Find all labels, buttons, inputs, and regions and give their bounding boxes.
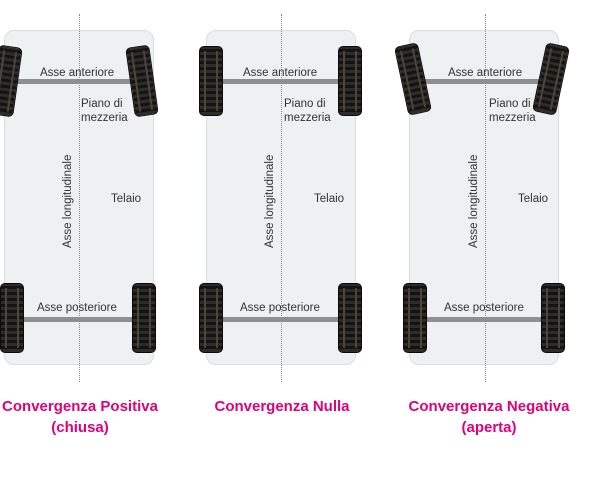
panel-positive: Asse anteriore Piano di mezzeria Asse lo… bbox=[0, 0, 180, 480]
caption: Convergenza Negativa (aperta) bbox=[389, 396, 589, 438]
midline bbox=[485, 14, 486, 382]
tire-rear-left-icon bbox=[0, 283, 24, 353]
front-axle bbox=[212, 79, 352, 84]
caption-line-2: (aperta) bbox=[461, 419, 517, 436]
tire-rear-right-icon bbox=[338, 283, 362, 353]
rear-axle bbox=[10, 317, 150, 322]
caption: Convergenza Positiva (chiusa) bbox=[0, 396, 180, 438]
caption-line-1: Convergenza Nulla bbox=[214, 398, 350, 415]
panel-neutral: Asse anteriore Piano di mezzeria Asse lo… bbox=[182, 0, 382, 480]
rear-axle-label: Asse posteriore bbox=[37, 302, 117, 314]
caption: Convergenza Nulla bbox=[182, 396, 382, 417]
tire-front-left-icon bbox=[199, 46, 223, 116]
rear-axle-label: Asse posteriore bbox=[444, 302, 524, 314]
rear-axle bbox=[212, 317, 352, 322]
front-axle-label: Asse anteriore bbox=[448, 67, 523, 79]
frame-label: Telaio bbox=[518, 193, 549, 205]
front-axle-label: Asse anteriore bbox=[40, 67, 115, 79]
front-axle bbox=[10, 79, 150, 84]
midline bbox=[79, 14, 80, 382]
rear-axle-label: Asse posteriore bbox=[240, 302, 320, 314]
tire-rear-left-icon bbox=[199, 283, 223, 353]
midline bbox=[281, 14, 282, 382]
tire-rear-right-icon bbox=[132, 283, 156, 353]
longitudinal-label: Asse longitudinale bbox=[62, 154, 74, 248]
frame-label: Telaio bbox=[111, 193, 142, 205]
tire-front-right-icon bbox=[338, 46, 362, 116]
chassis bbox=[409, 30, 559, 365]
caption-line-1: Convergenza Negativa bbox=[408, 398, 570, 415]
plane-label: Piano di mezzeria bbox=[489, 98, 536, 124]
front-axle bbox=[415, 79, 555, 84]
plane-label: Piano di mezzeria bbox=[284, 98, 331, 124]
tire-rear-right-icon bbox=[541, 283, 565, 353]
rear-axle bbox=[415, 317, 555, 322]
caption-line-1: Convergenza Positiva bbox=[2, 398, 158, 415]
caption-line-2: (chiusa) bbox=[51, 419, 109, 436]
plane-label: Piano di mezzeria bbox=[81, 98, 128, 124]
tire-rear-left-icon bbox=[403, 283, 427, 353]
longitudinal-label: Asse longitudinale bbox=[264, 154, 276, 248]
front-axle-label: Asse anteriore bbox=[243, 67, 318, 79]
frame-label: Telaio bbox=[314, 193, 345, 205]
panel-negative: Asse anteriore Piano di mezzeria Asse lo… bbox=[389, 0, 589, 480]
longitudinal-label: Asse longitudinale bbox=[468, 154, 480, 248]
